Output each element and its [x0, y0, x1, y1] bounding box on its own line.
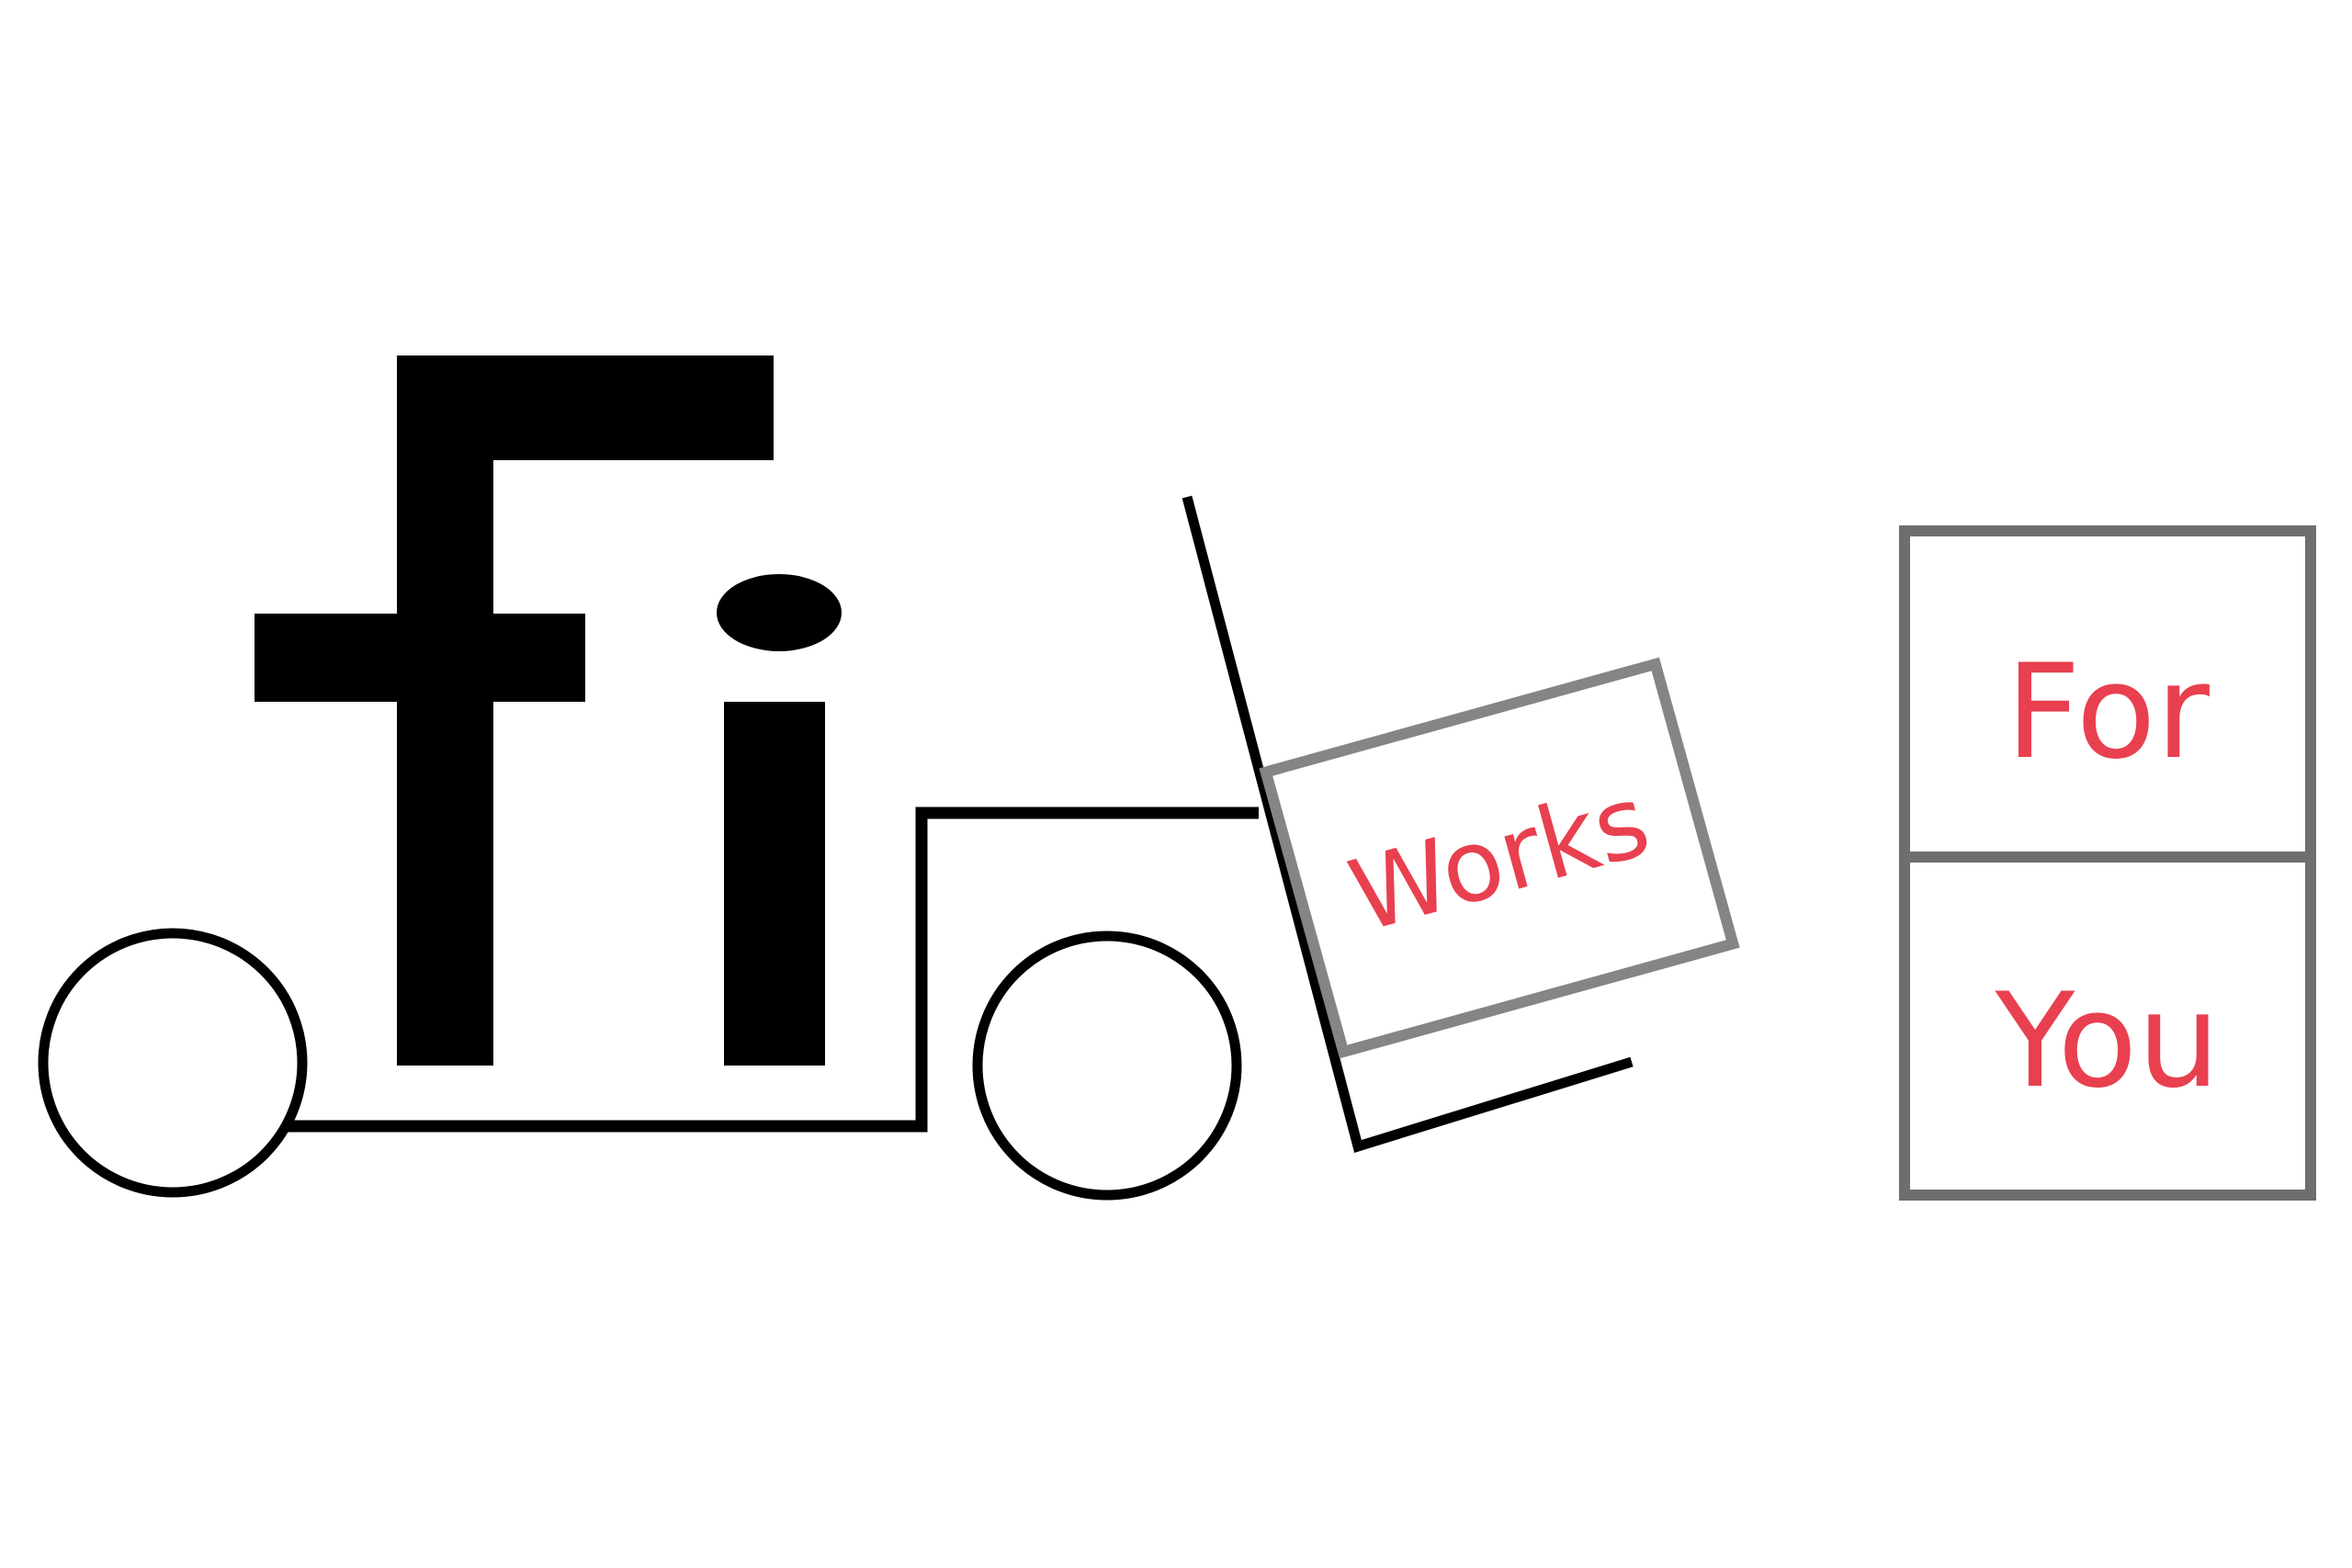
- front-wheel-icon: [972, 931, 1242, 1201]
- shelf-bottom-label: You: [1995, 965, 2221, 1117]
- rear-wheel-icon: [38, 928, 308, 1198]
- letter-i-stem: [724, 702, 825, 1066]
- shelf-icon: For You: [1899, 525, 2316, 1201]
- crate-label: Works: [1339, 763, 1661, 955]
- letter-i-mark: [717, 574, 842, 1066]
- letter-i-dot: [717, 574, 842, 651]
- letter-f-mark: [254, 355, 774, 1066]
- forklift-mast-icon: [1182, 495, 1634, 1153]
- shelf-frame: [1899, 525, 2316, 1201]
- crate-outline: [1259, 657, 1740, 1059]
- shelf-top-label: For: [2006, 637, 2210, 788]
- forklift-chassis: [287, 807, 1259, 1133]
- crate-icon: Works: [1259, 657, 1740, 1059]
